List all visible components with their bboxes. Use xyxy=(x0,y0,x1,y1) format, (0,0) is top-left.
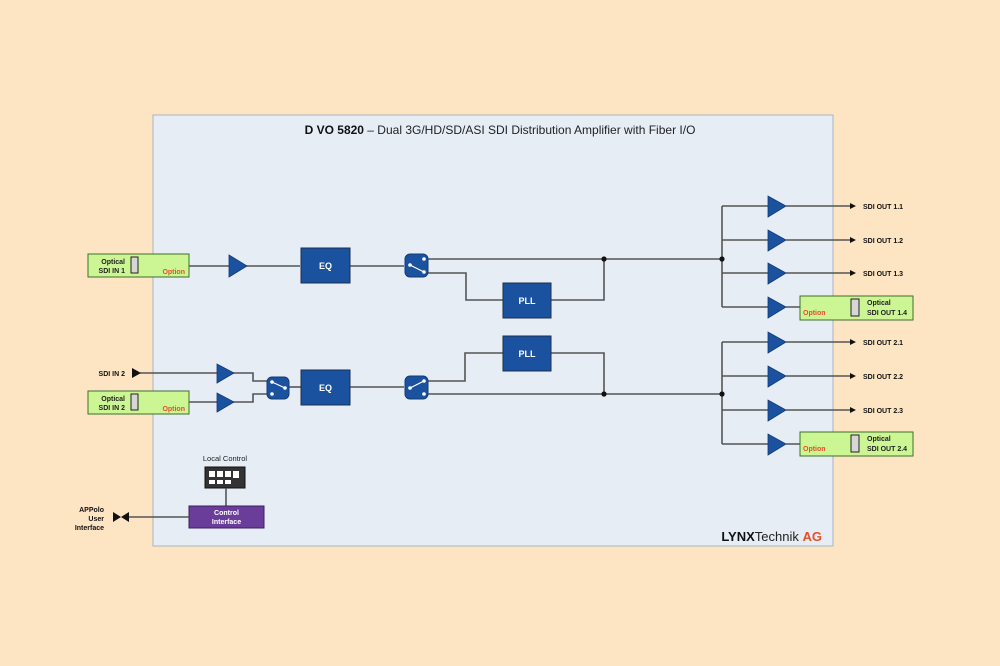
junction-dot xyxy=(719,391,725,397)
arrow-icon xyxy=(850,270,856,276)
optical-port-label: SDI OUT 1.4 xyxy=(867,310,907,317)
eq-block-2 xyxy=(300,369,351,406)
eq-label: EQ xyxy=(319,383,332,393)
appolo-label: APPolo xyxy=(79,507,104,514)
device-panel xyxy=(152,114,834,547)
arrow-icon xyxy=(850,407,856,413)
output-label: SDI OUT 1.3 xyxy=(863,271,903,278)
input-arrow-icon xyxy=(132,368,141,378)
fiber-connector-icon xyxy=(850,298,860,317)
control-label: Control xyxy=(214,510,239,517)
brand-ag: AG xyxy=(803,529,823,544)
optical-sdi-out-1-4: Option Optical SDI OUT 1.4 xyxy=(799,295,914,321)
optical-sdi-in-2: Optical SDI IN 2 Option xyxy=(87,390,190,415)
switch-icon xyxy=(404,253,429,278)
brand-logo: LYNXTechnik AG xyxy=(721,529,822,544)
option-label: Option xyxy=(162,269,185,276)
pll-block-1 xyxy=(502,282,552,319)
arrow-icon xyxy=(850,373,856,379)
optical-port-label: SDI IN 1 xyxy=(99,268,126,275)
pll-label: PLL xyxy=(519,296,537,306)
eq-block-1 xyxy=(300,247,351,284)
amplifier-icon xyxy=(767,195,787,218)
amplifier-icon xyxy=(767,296,787,319)
appolo-label: Interface xyxy=(75,525,104,532)
optical-port-label: SDI OUT 2.4 xyxy=(867,446,907,453)
output-label: SDI OUT 2.2 xyxy=(863,374,903,381)
optical-sdi-in-1: Optical SDI IN 1 Option xyxy=(87,253,190,278)
control-section: Local Control Control Interface APPolo U… xyxy=(75,454,265,532)
optical-label: Optical xyxy=(101,259,125,266)
junction-dot xyxy=(601,391,607,397)
amplifier-icon xyxy=(767,262,787,285)
diagram-title: D VO 5820 – Dual 3G/HD/SD/ASI SDI Distri… xyxy=(305,123,696,137)
brand-lynx: LYNX xyxy=(721,529,755,544)
amplifier-icon xyxy=(228,254,248,278)
pll-label: PLL xyxy=(519,349,537,359)
amplifier-icon xyxy=(767,399,787,422)
optical-sdi-out-2-4: Option Optical SDI OUT 2.4 xyxy=(799,431,914,457)
optical-port-label: SDI IN 2 xyxy=(99,405,126,412)
appolo-label: User xyxy=(88,516,104,523)
amplifier-icon xyxy=(767,365,787,388)
eq-label: EQ xyxy=(319,261,332,271)
output-label: SDI OUT 1.2 xyxy=(863,238,903,245)
model-description: – Dual 3G/HD/SD/ASI SDI Distribution Amp… xyxy=(364,123,695,137)
switch-icon xyxy=(404,375,429,400)
option-label: Option xyxy=(803,310,826,317)
input-switch-icon xyxy=(266,376,290,400)
option-label: Option xyxy=(803,446,826,453)
fiber-connector-icon xyxy=(130,393,139,411)
local-control-label: Local Control xyxy=(203,454,248,463)
amplifier-icon xyxy=(767,229,787,252)
amplifier-icon xyxy=(767,433,787,456)
fiber-connector-icon xyxy=(130,256,139,274)
fiber-connector-icon xyxy=(850,434,860,453)
optical-label: Optical xyxy=(867,436,891,443)
amplifier-icon xyxy=(216,363,235,384)
output-label: SDI OUT 2.3 xyxy=(863,408,903,415)
arrow-icon xyxy=(850,203,856,209)
arrow-icon xyxy=(850,237,856,243)
brand-technik: Technik xyxy=(755,529,803,544)
interface-label: Interface xyxy=(212,519,241,526)
amplifier-icon xyxy=(767,331,787,354)
optical-label: Optical xyxy=(101,396,125,403)
optical-label: Optical xyxy=(867,300,891,307)
bidirectional-arrow-icon xyxy=(113,512,129,522)
option-label: Option xyxy=(162,406,185,413)
channel-2: SDI IN 2 Optical SDI IN 2 Option EQ PLL xyxy=(87,331,914,457)
pll-block-2 xyxy=(502,335,552,372)
dip-switch-icon xyxy=(204,466,246,489)
junction-dot xyxy=(719,256,725,262)
amplifier-icon xyxy=(216,392,235,413)
junction-dot xyxy=(601,256,607,262)
channel-1: Optical SDI IN 1 Option EQ PLL SDI OUT 1… xyxy=(87,195,914,321)
arrow-icon xyxy=(850,339,856,345)
model-name: D VO 5820 xyxy=(305,123,365,137)
output-label: SDI OUT 2.1 xyxy=(863,340,903,347)
output-label: SDI OUT 1.1 xyxy=(863,204,903,211)
input-label: SDI IN 2 xyxy=(99,371,126,378)
